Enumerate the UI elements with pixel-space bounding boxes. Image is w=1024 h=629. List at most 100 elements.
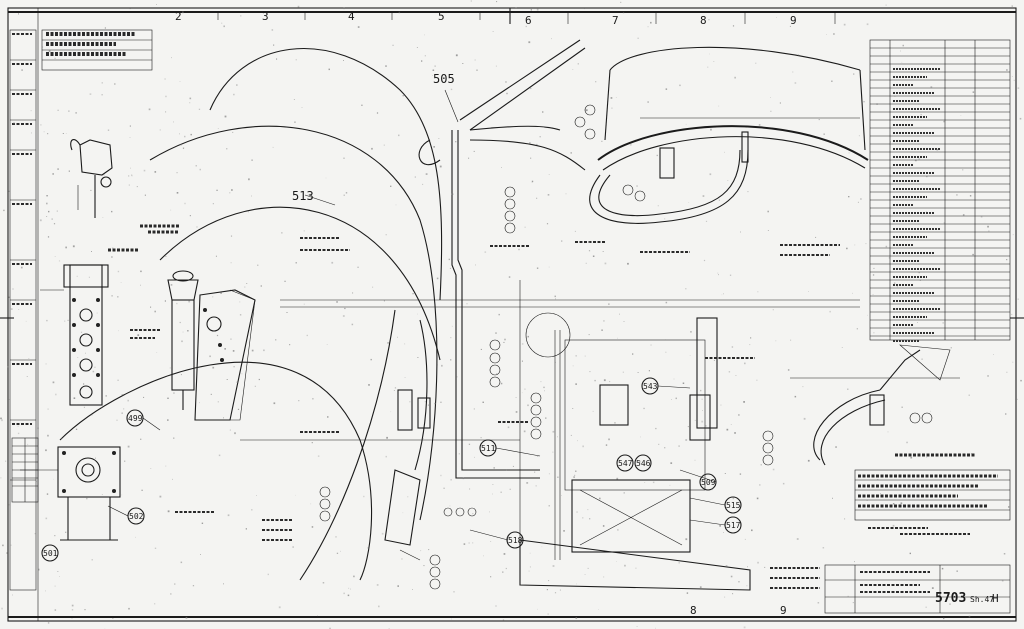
noise-speck: [110, 182, 112, 184]
noise-speck: [893, 282, 896, 284]
noise-speck: [873, 332, 875, 334]
noise-speck: [536, 8, 539, 11]
noise-speck: [503, 341, 505, 343]
noise-speck: [450, 359, 452, 361]
noise-speck: [554, 414, 555, 416]
noise-speck: [167, 510, 170, 513]
noise-speck: [46, 319, 48, 322]
noise-speck: [58, 260, 61, 262]
left-revision-strip: [9, 29, 37, 591]
noise-speck: [176, 302, 178, 305]
valve-detail: [70, 139, 113, 218]
noise-speck: [342, 315, 345, 317]
noise-speck: [170, 593, 172, 595]
noise-speck: [977, 168, 979, 170]
noise-speck: [353, 575, 355, 578]
noise-speck: [224, 115, 227, 118]
noise-speck: [685, 288, 687, 290]
noise-speck: [212, 296, 214, 298]
noise-speck: [241, 373, 243, 375]
ref-number: 518: [508, 536, 523, 545]
noise-speck: [707, 66, 709, 68]
noise-speck: [687, 426, 689, 428]
noise-speck: [756, 379, 758, 381]
noise-speck: [128, 184, 130, 186]
noise-speck: [529, 566, 531, 568]
noise-speck: [45, 363, 47, 365]
noise-speck: [573, 476, 575, 478]
noise-speck: [303, 303, 305, 305]
noise-speck: [492, 484, 494, 485]
noise-speck: [422, 438, 424, 439]
noise-speck: [524, 226, 526, 228]
noise-speck: [572, 69, 574, 70]
noise-speck: [624, 564, 626, 567]
noise-speck: [7, 366, 9, 368]
noise-speck: [450, 337, 452, 339]
noise-speck: [140, 284, 141, 286]
noise-speck: [71, 618, 73, 619]
noise-speck: [117, 270, 120, 273]
noise-speck: [293, 99, 295, 100]
noise-speck: [548, 473, 550, 475]
noise-speck: [723, 532, 724, 533]
noise-speck: [54, 535, 56, 537]
noise-speck: [424, 55, 426, 57]
drawing-number: 5703: [935, 591, 966, 606]
noise-speck: [615, 97, 617, 98]
noise-speck: [217, 401, 219, 403]
noise-speck: [295, 262, 297, 264]
noise-speck: [17, 432, 20, 435]
noise-speck: [10, 308, 13, 310]
noise-speck: [543, 386, 545, 389]
noise-speck: [872, 294, 874, 295]
noise-speck: [47, 133, 49, 135]
ref-505: 505: [433, 72, 455, 86]
noise-speck: [757, 291, 759, 293]
noise-speck: [404, 377, 406, 378]
noise-speck: [802, 386, 804, 388]
noise-speck: [440, 401, 442, 403]
noise-speck: [588, 334, 590, 336]
noise-speck: [918, 158, 921, 160]
ref-number: 511: [481, 444, 496, 453]
noise-speck: [458, 453, 460, 455]
noise-speck: [728, 371, 731, 373]
noise-speck: [344, 307, 346, 310]
noise-speck: [506, 469, 507, 471]
noise-speck: [170, 209, 172, 211]
zone-label: 8: [690, 604, 697, 617]
noise-speck: [65, 246, 67, 249]
noise-speck: [970, 453, 972, 455]
noise-speck: [218, 454, 221, 457]
noise-speck: [144, 194, 146, 196]
noise-speck: [246, 283, 248, 284]
noise-speck: [685, 439, 688, 441]
noise-speck: [539, 136, 541, 138]
noise-speck: [184, 135, 186, 138]
noise-speck: [439, 165, 442, 168]
noise-speck: [721, 294, 723, 296]
noise-speck: [776, 17, 777, 18]
noise-speck: [1003, 553, 1006, 555]
noise-speck: [425, 173, 428, 175]
noise-speck: [80, 331, 83, 333]
noise-speck: [554, 295, 556, 298]
noise-speck: [45, 449, 47, 452]
noise-speck: [665, 351, 667, 353]
noise-speck: [335, 536, 337, 538]
noise-speck: [127, 399, 129, 402]
noise-speck: [226, 148, 228, 150]
noise-speck: [650, 344, 652, 346]
noise-speck: [117, 296, 119, 298]
ref-517: 517: [724, 516, 742, 534]
noise-speck: [547, 613, 549, 615]
noise-speck: [627, 262, 629, 265]
noise-speck: [43, 131, 45, 133]
noise-speck: [127, 445, 130, 448]
noise-speck: [343, 60, 344, 61]
noise-speck: [833, 33, 835, 35]
pump-mounting-detail: [167, 270, 256, 421]
noise-speck: [895, 475, 897, 476]
